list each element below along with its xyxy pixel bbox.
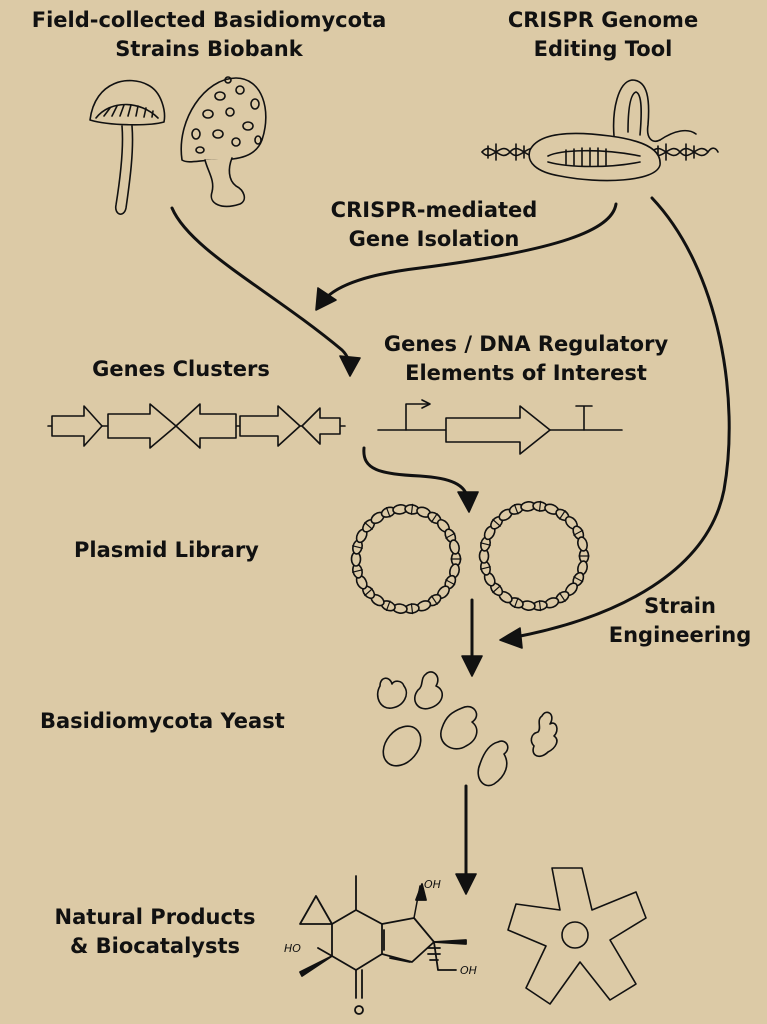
label-products: Natural Products & Biocatalysts	[42, 903, 268, 961]
plasmid-stripe	[352, 569, 363, 573]
plasmid-icon	[350, 503, 462, 615]
plasmid-stripe	[480, 542, 491, 546]
plasmid-stripe	[558, 510, 566, 520]
oh-label-left: HO	[284, 942, 301, 955]
label-gene-clusters: Genes Clusters	[74, 355, 288, 384]
plasmid-stripe	[364, 588, 373, 597]
oh-label-top: OH	[424, 878, 441, 891]
label-isolation-line1: CRISPR-mediated	[330, 198, 538, 222]
plasmid-stripe	[431, 595, 438, 605]
arrow-head-yeast	[461, 655, 483, 677]
label-crispr-tool: CRISPR Genome Editing Tool	[486, 6, 720, 64]
plasmid-stripe	[364, 521, 373, 530]
arrow-strain-engineering	[508, 196, 731, 640]
plasmid-stripe	[385, 600, 391, 612]
label-regulatory-line1: Genes / DNA Regulatory	[383, 332, 669, 356]
label-biobank-line1: Field-collected Basidiomycota	[31, 8, 387, 32]
label-products-line2: & Biocatalysts	[69, 934, 240, 958]
plasmid-stripe	[573, 576, 584, 583]
spotted-mushroom-icon	[180, 76, 267, 208]
plasmid-stripe	[410, 503, 414, 515]
label-regulatory: Genes / DNA Regulatory Elements of Inter…	[366, 330, 686, 388]
plasmid-stripe	[410, 603, 414, 615]
arrow-head-plasmid	[457, 491, 479, 513]
label-yeast-text: Basidiomycota Yeast	[40, 709, 285, 733]
plasmid-stripe	[558, 592, 566, 602]
label-crispr-line2: Editing Tool	[533, 37, 673, 61]
plasmid-stripe	[385, 507, 391, 518]
label-strain-line2: Engineering	[608, 623, 752, 647]
label-clusters-text: Genes Clusters	[92, 357, 270, 381]
arrow-head-biobank	[339, 355, 361, 377]
plasmid-stripe	[513, 597, 519, 609]
label-isolation-line2: Gene Isolation	[348, 227, 520, 251]
crispr-dna-icon	[481, 79, 719, 182]
plasmid-stripe	[538, 600, 542, 612]
label-biobank-line2: Strains Biobank	[115, 37, 303, 61]
label-plasmid-library: Plasmid Library	[74, 536, 294, 565]
plasmid-stripe	[352, 545, 363, 549]
label-strain-engineering: Strain Engineering	[598, 592, 762, 650]
plasmid-stripe	[492, 518, 501, 527]
plasmid-stripe	[513, 504, 519, 515]
molecule-structure-icon	[299, 875, 467, 1015]
plasmid-stripe	[480, 566, 491, 570]
arrow-clusters-to-plasmid	[362, 446, 470, 502]
label-strain-line1: Strain	[644, 594, 716, 618]
yeast-cell-icon	[376, 671, 558, 787]
plasmid-stripe	[445, 579, 456, 586]
plasmid-stripe	[431, 513, 438, 523]
plasmid-segment	[577, 536, 588, 552]
gene-cluster-icon	[47, 403, 346, 449]
regulatory-element-icon	[377, 399, 623, 455]
plasmid-icon	[478, 500, 590, 612]
label-gene-isolation: CRISPR-mediated Gene Isolation	[312, 196, 556, 254]
arrow-head-products	[455, 873, 477, 895]
label-biobank: Field-collected Basidiomycota Strains Bi…	[18, 6, 400, 64]
label-yeast: Basidiomycota Yeast	[40, 707, 320, 736]
plasmid-segment	[449, 539, 460, 555]
label-products-line1: Natural Products	[54, 905, 256, 929]
label-crispr-line1: CRISPR Genome	[507, 8, 699, 32]
plasmid-stripe	[573, 529, 584, 536]
enzyme-icon	[507, 867, 647, 1005]
plasmid-stripe	[492, 585, 501, 594]
plasmid-stripe	[445, 532, 456, 539]
plasmid-stripe	[538, 500, 542, 512]
oh-label-right: OH	[460, 964, 477, 977]
label-plasmid-text: Plasmid Library	[74, 538, 259, 562]
mushroom-icon	[89, 79, 166, 215]
arrow-crispr-to-clusters	[322, 202, 618, 302]
arrow-head-strain	[499, 627, 523, 649]
label-regulatory-line2: Elements of Interest	[405, 361, 647, 385]
arrow-head-isolation	[315, 287, 337, 311]
